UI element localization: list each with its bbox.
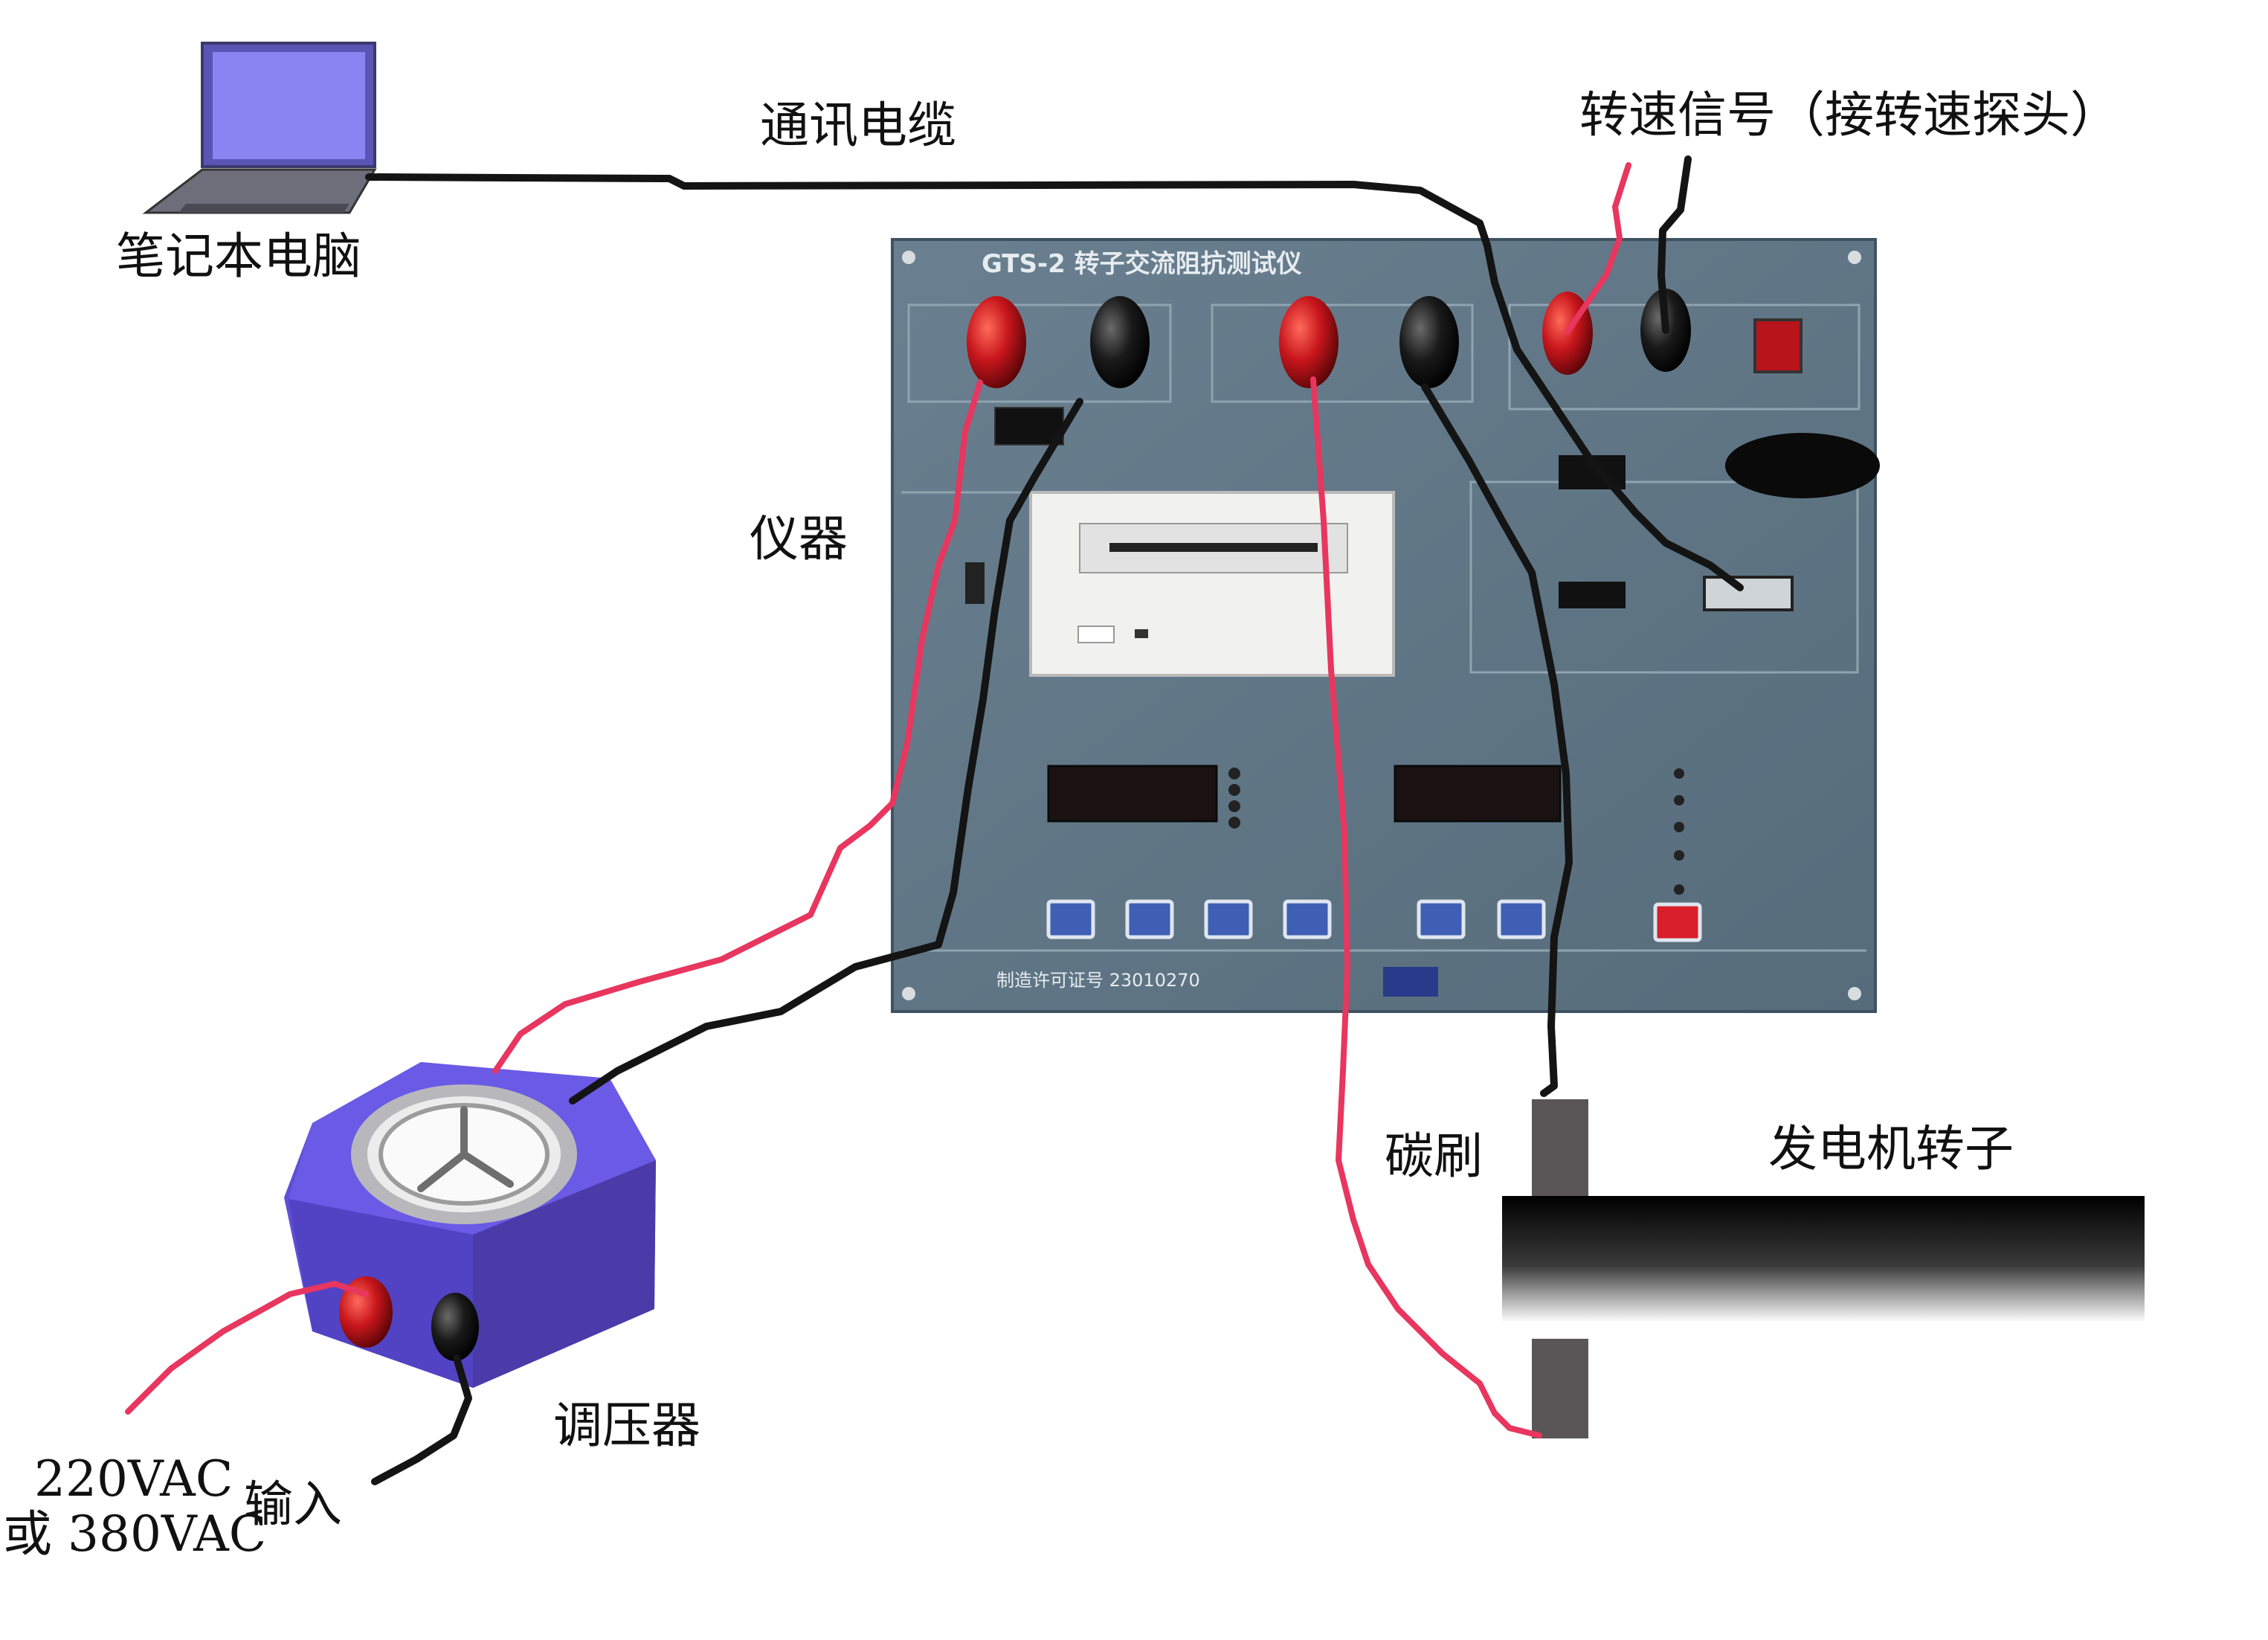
panel-key[interactable] xyxy=(1125,899,1174,939)
brush-top xyxy=(1532,1099,1588,1196)
black-wire-brush xyxy=(1421,383,1573,1097)
instrument-label: 仪器 xyxy=(750,510,848,567)
panel-serial: 制造许可证号 23010270 xyxy=(996,970,1200,991)
laptop-icon xyxy=(142,42,377,214)
input-label: 输入 xyxy=(244,1476,342,1533)
comm-cable-label: 通讯电缆 xyxy=(760,97,956,154)
speed-signal-label: 转速信号（接转速探头） xyxy=(1579,86,2119,144)
panel-key[interactable] xyxy=(1497,899,1546,939)
brush-bottom xyxy=(1532,1339,1588,1438)
screw-icon xyxy=(902,987,915,1000)
panel-key[interactable] xyxy=(1417,899,1466,939)
panel-key[interactable] xyxy=(1283,899,1332,939)
terminal-black-1 xyxy=(1090,296,1150,388)
power-socket xyxy=(1725,433,1880,498)
screw-icon xyxy=(1848,251,1861,264)
regulator-black-knob xyxy=(431,1293,479,1361)
instrument-panel: GTS-2 转子交流阻抗测试仪 制造许可证号 23010270 xyxy=(891,238,1880,1013)
red-wire-regulator xyxy=(492,379,983,1074)
input-wire-red xyxy=(125,1281,369,1415)
supply-voltage-label-1: 220VAC xyxy=(34,1450,233,1508)
red-wire-brush xyxy=(1310,376,1542,1438)
voltage-regulator xyxy=(284,1062,656,1388)
panel-title: GTS-2 转子交流阻抗测试仪 xyxy=(982,249,1302,279)
usb-port xyxy=(1703,576,1794,611)
wires xyxy=(125,155,1744,1485)
reset-key[interactable] xyxy=(1653,902,1702,942)
toggle-switch[interactable] xyxy=(994,407,1064,446)
screw-icon xyxy=(902,251,915,264)
generator-rotor xyxy=(1502,1196,2145,1322)
speed-signal-black xyxy=(1657,155,1692,334)
supply-voltage-label-2: 或 380VAC xyxy=(3,1505,267,1563)
terminal-red-2 xyxy=(1279,296,1338,388)
black-wire-regulator xyxy=(569,398,1083,1104)
power-switch[interactable] xyxy=(1753,318,1803,373)
toggle-switch[interactable] xyxy=(965,562,985,604)
toggle-switch[interactable] xyxy=(1559,582,1626,608)
terminal-red-1 xyxy=(967,296,1026,388)
regulator-label: 调压器 xyxy=(553,1397,700,1454)
speed-display xyxy=(1394,765,1562,823)
screw-icon xyxy=(1848,987,1861,1000)
regulator-red-knob xyxy=(339,1276,393,1348)
panel-key[interactable] xyxy=(1204,899,1253,939)
speed-signal-red xyxy=(1565,162,1631,335)
brand-logo xyxy=(1383,967,1438,997)
laptop-label: 笔记本电脑 xyxy=(116,228,361,285)
current-display xyxy=(1047,765,1218,823)
terminal-black-2 xyxy=(1399,296,1459,388)
comm-cable xyxy=(365,173,1744,591)
input-wire-black xyxy=(371,1354,472,1485)
brush-label: 碳刷 xyxy=(1385,1128,1483,1185)
rotor-label: 发电机转子 xyxy=(1768,1120,2014,1177)
panel-key[interactable] xyxy=(1046,899,1095,939)
printer xyxy=(1029,491,1395,677)
